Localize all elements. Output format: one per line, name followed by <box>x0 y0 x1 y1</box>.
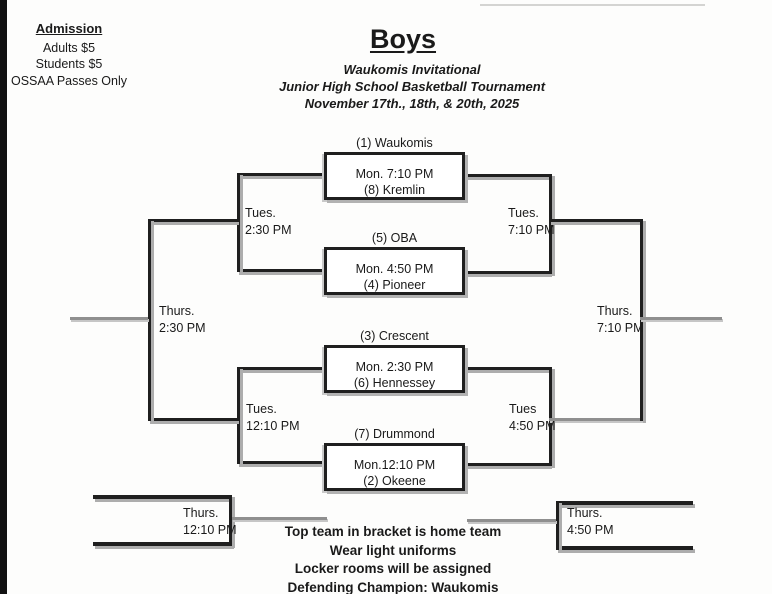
bracket-line <box>237 269 324 272</box>
left-consolation-label: Thurs. 12:10 PM <box>183 505 237 539</box>
admission-adults: Adults $5 <box>42 40 96 55</box>
game4-box: Mon.12:10 PM (2) Okeene <box>324 443 465 491</box>
scan-edge-artifact <box>0 0 7 594</box>
label-time: 12:10 PM <box>183 523 237 537</box>
right-semifinal-top-label: Tues. 7:10 PM <box>508 205 555 239</box>
right-semifinal-bottom-label: Tues 4:50 PM <box>509 401 556 435</box>
bracket-line <box>237 367 324 370</box>
admission-passes: OSSAA Passes Only <box>10 73 128 88</box>
bracket-line <box>232 517 327 520</box>
label-time: 2:30 PM <box>245 223 292 237</box>
game3-box: Mon. 2:30 PM (6) Hennessey <box>324 345 465 393</box>
game2-top-team: (5) OBA <box>371 231 418 245</box>
bracket-line <box>640 219 643 421</box>
bracket-line <box>148 219 237 222</box>
left-semifinal-top-label: Tues. 2:30 PM <box>245 205 292 239</box>
label-day: Thurs. <box>567 506 603 520</box>
bracket-line <box>237 461 324 464</box>
bracket-line <box>549 219 642 222</box>
bracket-line <box>237 173 240 272</box>
bracket-line <box>556 546 693 550</box>
game1-time: Mon. 7:10 PM <box>355 167 434 181</box>
bracket-line <box>462 367 550 370</box>
label-day: Tues. <box>508 206 539 220</box>
admission-students: Students $5 <box>35 57 103 71</box>
label-day: Tues. <box>246 402 277 416</box>
tournament-notes: Top team in bracket is home team Wear li… <box>243 523 543 594</box>
tournament-dates: November 17th., 18th, & 20th, 2025 <box>304 96 520 111</box>
game4-time: Mon.12:10 PM <box>353 458 436 472</box>
game1-top-team: (1) Waukomis <box>356 136 433 150</box>
label-day: Thurs. <box>183 506 219 520</box>
left-final-label: Thurs. 2:30 PM <box>159 303 206 337</box>
scan-hairline-artifact <box>480 4 705 6</box>
note-uniforms: Wear light uniforms <box>329 542 457 558</box>
label-time: 7:10 PM <box>597 321 644 335</box>
game2-time: Mon. 4:50 PM <box>355 262 434 276</box>
label-day: Tues. <box>245 206 276 220</box>
note-locker-rooms: Locker rooms will be assigned <box>294 561 492 576</box>
game2-box: Mon. 4:50 PM (4) Pioneer <box>324 247 465 295</box>
bracket-line <box>237 173 324 176</box>
note-defending-champion: Defending Champion: Waukomis <box>287 579 499 594</box>
game3-bottom-team: (6) Hennessey <box>353 376 436 390</box>
bracket-line <box>70 317 148 320</box>
tournament-subtitle: Waukomis Invitational Junior High School… <box>262 61 562 112</box>
bracket-line <box>556 501 693 505</box>
bracket-line <box>93 542 232 546</box>
tournament-type: Junior High School Basketball Tournament <box>278 79 546 94</box>
bracket-line <box>148 219 151 421</box>
bracket-line <box>148 418 237 421</box>
admission-info: Admission Adults $5 Students $5 OSSAA Pa… <box>8 21 130 89</box>
game3-top-team: (3) Crescent <box>360 329 429 343</box>
label-time: 2:30 PM <box>159 321 206 335</box>
label-time: 4:50 PM <box>509 419 556 433</box>
bracket-line <box>462 463 550 466</box>
bracket-line <box>549 174 552 274</box>
page-title: Boys <box>369 24 437 54</box>
bracket-line <box>462 271 550 274</box>
bracket-line <box>467 519 556 522</box>
right-consolation-label: Thurs. 4:50 PM <box>567 505 614 539</box>
label-day: Thurs. <box>597 304 633 318</box>
game1-bottom-team: (8) Kremlin <box>363 183 426 197</box>
bracket-line <box>549 418 642 421</box>
game4-bottom-team: (2) Okeene <box>363 474 426 488</box>
label-day: Thurs. <box>159 304 195 318</box>
game4-top-team: (7) Drummond <box>354 427 435 441</box>
label-time: 4:50 PM <box>567 523 614 537</box>
right-final-label: Thurs. 7:10 PM <box>597 303 644 337</box>
bracket-line <box>549 367 552 466</box>
game3-time: Mon. 2:30 PM <box>355 360 434 374</box>
bracket-line <box>556 501 559 550</box>
note-home-team: Top team in bracket is home team <box>284 524 502 539</box>
bracket-line <box>640 317 722 320</box>
tournament-name: Waukomis Invitational <box>343 62 481 77</box>
game1-box: Mon. 7:10 PM (8) Kremlin <box>324 152 465 200</box>
bracket-line <box>93 495 232 499</box>
label-time: 12:10 PM <box>246 419 300 433</box>
admission-title: Admission <box>35 21 103 36</box>
bracket-line <box>229 495 232 546</box>
label-time: 7:10 PM <box>508 223 555 237</box>
bracket-line <box>237 367 240 464</box>
label-day: Tues <box>509 402 537 416</box>
bracket-line <box>462 174 550 177</box>
game2-bottom-team: (4) Pioneer <box>363 278 426 292</box>
left-semifinal-bottom-label: Tues. 12:10 PM <box>246 401 300 435</box>
